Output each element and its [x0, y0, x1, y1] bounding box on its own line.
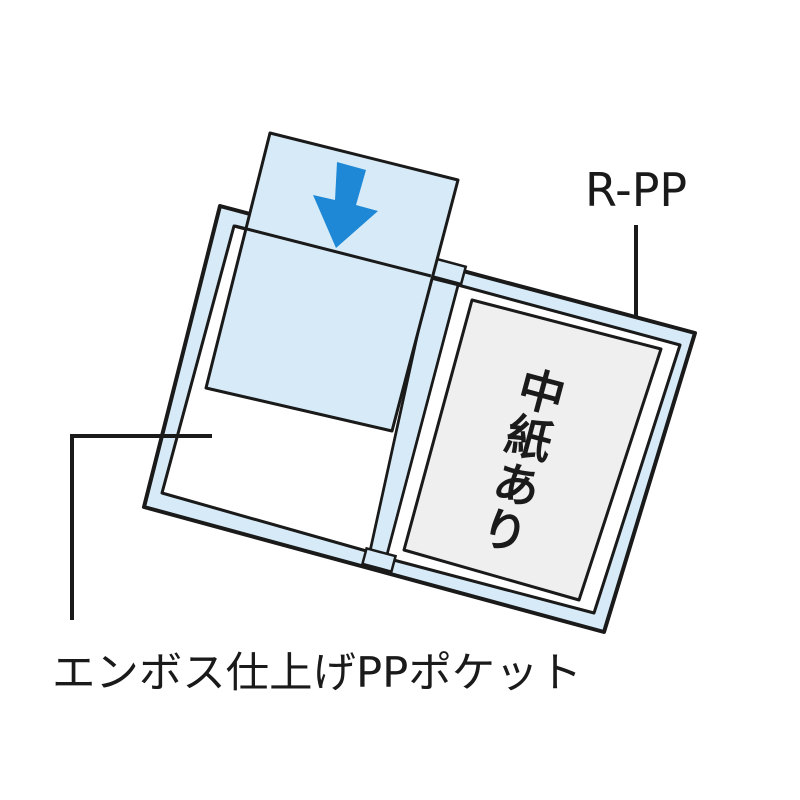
leader-line-pocket	[70, 434, 212, 620]
pocket-opening-line	[234, 224, 432, 278]
cover-material-label: R-PP	[585, 163, 687, 217]
pocket-label: エンボス仕上げPPポケット	[52, 648, 582, 697]
spine-hinge-bottom	[360, 546, 398, 574]
insert-sheet	[402, 298, 663, 602]
arrow-down-icon	[313, 162, 378, 248]
pocket-sheet	[204, 131, 460, 433]
